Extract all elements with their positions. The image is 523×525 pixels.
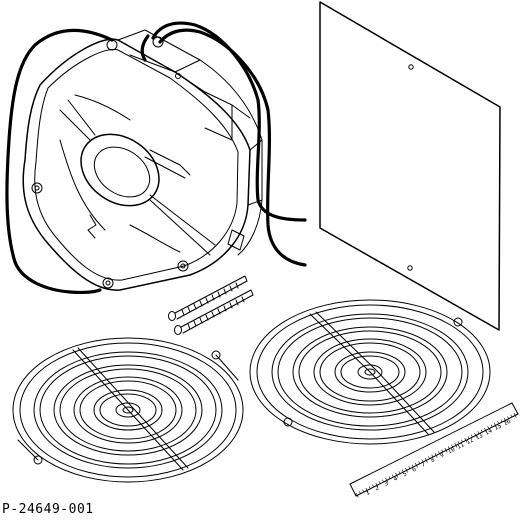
ruler-tick <box>431 454 434 458</box>
panel-hole-bottom <box>407 265 413 271</box>
ruler-tick <box>372 484 375 488</box>
ruler-tick <box>424 457 428 463</box>
ruler-label: 3 <box>383 480 390 488</box>
ruler-tick <box>454 442 458 448</box>
ruler-tick <box>500 419 503 423</box>
ruler-tick <box>395 472 399 478</box>
ruler-tick <box>457 441 460 445</box>
ruler-tick <box>368 486 371 490</box>
ruler-label: 16 <box>502 418 512 428</box>
ruler-tick <box>359 491 361 495</box>
mounting-panel <box>319 1 501 331</box>
ruler-tick <box>461 439 463 443</box>
ruler-label: 14 <box>484 427 494 437</box>
ruler-tick <box>418 461 421 465</box>
ruler-tick <box>484 427 487 433</box>
ruler-tick <box>362 489 365 493</box>
ruler-label: 15 <box>493 422 503 432</box>
ruler-tick <box>441 449 444 453</box>
ruler-tick <box>497 421 500 425</box>
power-lead-wires <box>5 21 307 294</box>
ruler-label: 1 <box>365 489 372 497</box>
ruler-tick <box>391 474 394 478</box>
ruler-ticks <box>355 412 517 498</box>
figure-caption: P-24649-001 <box>2 502 94 517</box>
ruler-tick <box>503 417 507 423</box>
fan-assembly <box>22 29 263 291</box>
ruler-tick <box>444 447 448 453</box>
ruler-label: 6 <box>411 466 418 474</box>
ruler-tick <box>398 471 401 475</box>
ruler-label: 8 <box>430 456 437 464</box>
finger-guard-left <box>12 337 244 483</box>
ruler-tick <box>411 464 414 468</box>
ruler-tick <box>447 446 450 450</box>
ruler-label: 12 <box>465 437 475 447</box>
mounting-screws <box>168 275 254 335</box>
fan-hole-bottom <box>102 277 114 289</box>
ruler-tick <box>378 481 381 485</box>
ruler-tick <box>388 476 391 480</box>
ruler-label: 10 <box>447 446 457 456</box>
ruler-tick <box>467 436 470 440</box>
ruler-label: 13 <box>474 432 484 442</box>
screw-lower <box>174 289 254 335</box>
ruler-label: 9 <box>439 451 446 459</box>
ruler-label: 11 <box>456 441 466 451</box>
ruler-tick <box>355 492 359 498</box>
ruler-tick <box>513 412 517 418</box>
ruler-tick <box>480 429 483 433</box>
ruler-tick <box>405 467 408 473</box>
ruler-tick <box>401 469 404 473</box>
ruler-tick <box>382 479 384 483</box>
ruler-tick <box>464 437 468 443</box>
ruler-label: 5 <box>402 470 409 478</box>
screw-upper <box>168 275 248 321</box>
ruler-tick <box>365 487 369 493</box>
fan-hub <box>80 133 160 207</box>
ruler-tick <box>434 452 438 458</box>
ruler-label: 7 <box>420 461 427 469</box>
ruler-label: 4 <box>392 475 399 483</box>
fan-hole-left <box>31 182 43 194</box>
fan-hole-right <box>177 260 189 272</box>
ruler-tick <box>470 434 473 438</box>
panel-hole-top <box>408 64 414 70</box>
ruler-tick <box>375 482 379 488</box>
ruler-tick <box>477 431 480 435</box>
ruler-tick <box>414 462 418 468</box>
ruler-tick <box>493 422 497 428</box>
ruler-label: 2 <box>374 484 381 492</box>
ruler-tick <box>421 459 424 463</box>
fan-terminal-right <box>152 36 164 48</box>
ruler-tick <box>451 444 454 448</box>
ruler-tick <box>438 451 440 455</box>
finger-guard-right <box>249 299 491 445</box>
ruler-tick <box>490 424 493 428</box>
ruler-tick <box>428 456 431 460</box>
ruler-tick <box>408 466 411 470</box>
ruler-tick <box>385 477 389 483</box>
ruler-tick <box>474 432 478 438</box>
ruler-tick <box>507 416 510 420</box>
ruler-tick <box>510 414 513 418</box>
ruler-tick <box>487 426 490 430</box>
